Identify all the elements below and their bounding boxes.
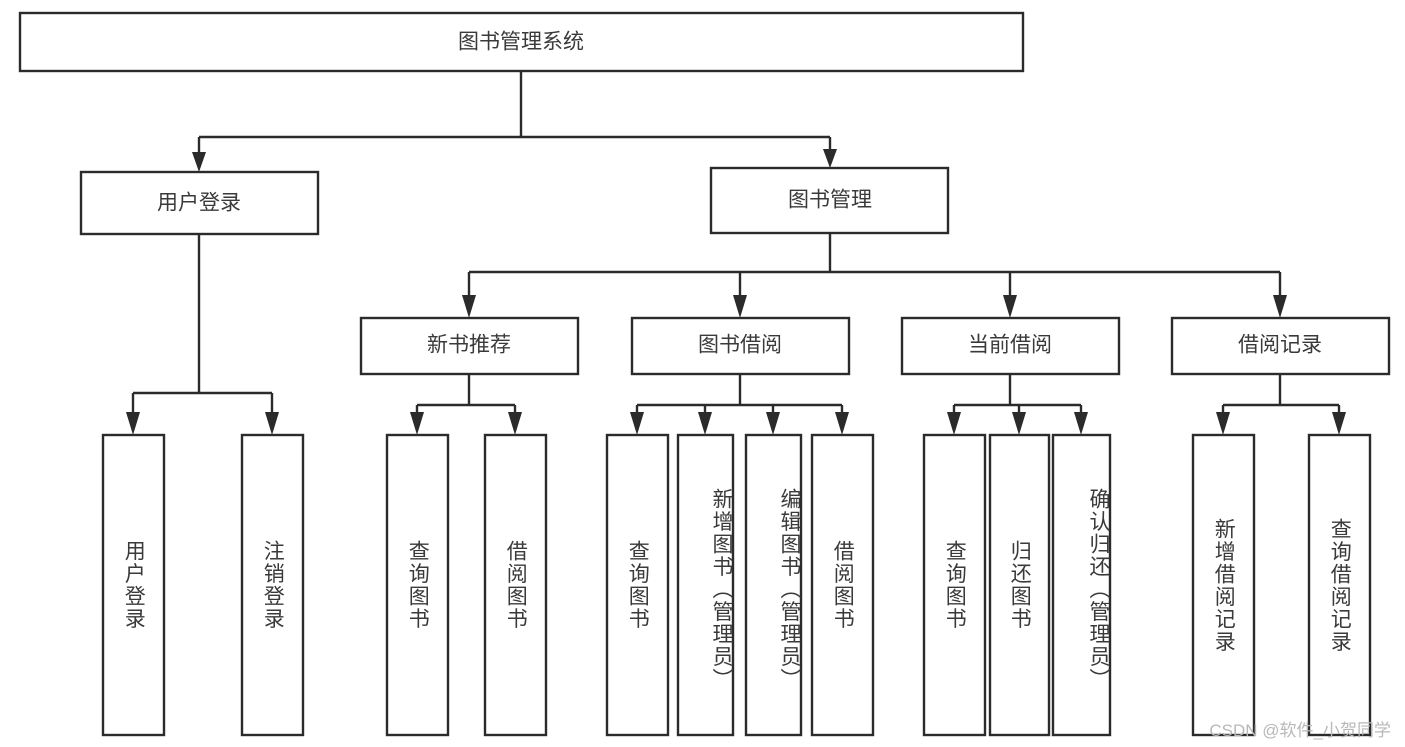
arrow-head-user-login [192, 152, 206, 172]
arrow-head-leaf-query-book-3 [947, 412, 961, 435]
arrow-head-leaf-borrow-book-2 [835, 412, 849, 435]
node-label-user-login: 用户登录 [157, 192, 241, 215]
arrow-head-leaf-edit-book [766, 412, 780, 435]
node-box-leaf-query-book-3[interactable] [922, 433, 987, 737]
arrow-head-leaf-return-book [1012, 412, 1026, 435]
node-box-leaf-add-book[interactable] [676, 433, 735, 737]
node-label-book-management: 图书管理 [788, 189, 872, 212]
node-box-root[interactable] [18, 11, 1025, 73]
node-box-book-borrow[interactable] [630, 316, 851, 376]
arrow-head-book-management [823, 149, 837, 168]
node-box-current-borrow[interactable] [900, 316, 1121, 376]
arrow-head-leaf-query-book-2 [630, 412, 644, 435]
arrow-head-leaf-user-login [126, 412, 140, 435]
node-box-leaf-user-login[interactable] [101, 433, 166, 737]
node-box-leaf-edit-book[interactable] [744, 433, 803, 737]
node-box-leaf-return-book[interactable] [988, 433, 1051, 737]
node-box-leaf-logout[interactable] [240, 433, 305, 737]
arrow-head-leaf-add-book [698, 412, 712, 435]
node-box-leaf-confirm-return[interactable] [1051, 433, 1112, 737]
node-label-root: 图书管理系统 [458, 31, 584, 54]
arrow-head-leaf-query-record [1332, 412, 1346, 435]
arrow-head-leaf-borrow-book-1 [508, 412, 522, 435]
arrow-head-book-borrow [733, 295, 747, 318]
node-box-leaf-add-record[interactable] [1191, 433, 1256, 737]
node-box-book-management[interactable] [709, 166, 950, 235]
arrow-head-leaf-query-book-1 [410, 412, 424, 435]
node-box-borrow-record[interactable] [1170, 316, 1391, 376]
arrow-head-new-book-recommend [462, 295, 476, 318]
node-label-book-borrow: 图书借阅 [698, 334, 782, 357]
node-box-leaf-query-book-1[interactable] [385, 433, 450, 737]
arrow-head-leaf-confirm-return [1074, 412, 1088, 435]
arrow-head-current-borrow [1003, 295, 1017, 318]
node-label-new-book-recommend: 新书推荐 [427, 334, 511, 357]
node-box-leaf-query-book-2[interactable] [605, 433, 670, 737]
node-box-new-book-recommend[interactable] [359, 316, 580, 376]
node-box-leaf-query-record[interactable] [1307, 433, 1372, 737]
node-label-current-borrow: 当前借阅 [968, 334, 1052, 357]
arrow-head-leaf-add-record [1216, 412, 1230, 435]
node-box-leaf-borrow-book-2[interactable] [810, 433, 875, 737]
node-box-leaf-borrow-book-1[interactable] [483, 433, 548, 737]
arrow-head-leaf-logout [265, 412, 279, 435]
watermark-text: CSDN @软件_小贺同学 [1209, 721, 1391, 740]
arrow-head-borrow-record [1273, 295, 1287, 318]
node-label-borrow-record: 借阅记录 [1238, 334, 1322, 357]
